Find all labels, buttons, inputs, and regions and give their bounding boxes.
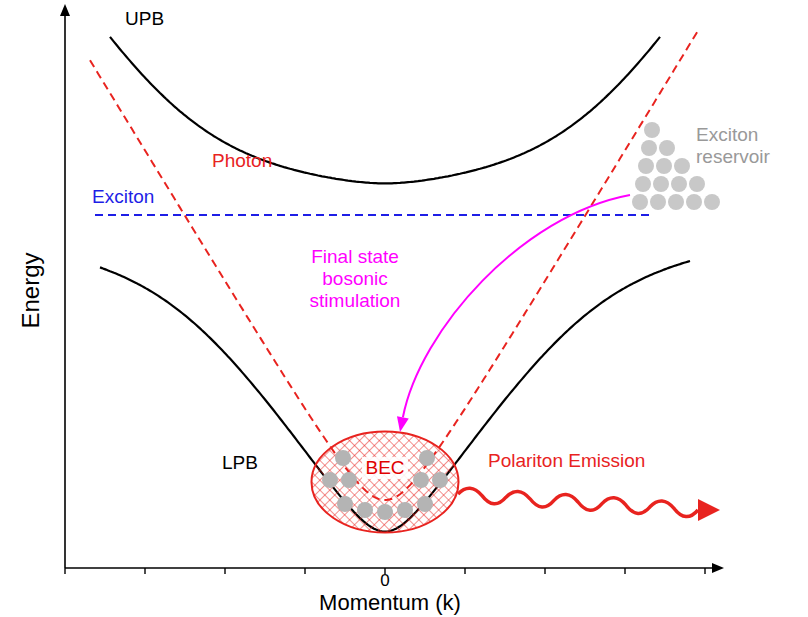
emission-wave	[458, 488, 698, 516]
branch-label: LPB	[222, 452, 258, 474]
axis-tick	[544, 568, 545, 574]
exciton-particle	[668, 194, 684, 210]
axis-tick	[704, 568, 705, 574]
axis-tick	[224, 568, 225, 574]
axis-tick	[144, 568, 145, 574]
polariton-particle	[357, 502, 373, 518]
polariton-particle	[341, 472, 357, 488]
polariton-particle	[337, 496, 353, 512]
condensate-outline	[310, 430, 460, 534]
polariton-particle	[432, 472, 448, 488]
axis-arrowhead	[712, 563, 724, 573]
photon-dispersion	[90, 31, 698, 500]
exciton-particle	[704, 194, 720, 210]
exciton-particle	[641, 140, 657, 156]
exciton-particle	[671, 176, 687, 192]
stimulation-arrow	[403, 195, 630, 417]
axis-tick	[624, 568, 625, 574]
condensate-label: BEC	[362, 457, 407, 479]
polariton-particle	[419, 450, 435, 466]
exciton-reservoir: Exciton reservoir	[630, 118, 802, 218]
exciton-particle	[653, 176, 669, 192]
polariton-particle	[397, 502, 413, 518]
arrowhead	[397, 416, 409, 432]
momentum-axis	[65, 567, 712, 569]
branch-label: UPB	[125, 8, 164, 30]
polariton-particle	[322, 472, 338, 488]
polariton-particle	[335, 450, 351, 466]
condensate-ellipse: BEC	[310, 430, 460, 534]
exciton-particle	[632, 194, 648, 210]
axis-tick	[304, 568, 305, 574]
polariton-particle	[417, 496, 433, 512]
exciton-particle	[635, 176, 651, 192]
tick-label: 0	[380, 571, 389, 591]
polariton-particle	[377, 504, 393, 520]
exciton-particle	[686, 194, 702, 210]
upper-polariton-branch	[110, 37, 660, 184]
exciton-line	[95, 214, 650, 216]
axis-title: Momentum (k)	[319, 590, 461, 615]
edge-label: Final state bosonic stimulation	[299, 246, 411, 312]
condensate-hatch	[312, 432, 459, 533]
exciton-particle	[674, 158, 690, 174]
photon-label: Photon	[212, 150, 272, 172]
emission-arrowhead	[698, 499, 720, 521]
energy-axis	[64, 14, 66, 568]
axis-arrowhead	[60, 4, 70, 16]
exciton-particle	[638, 158, 654, 174]
exciton-particle	[656, 158, 672, 174]
axis-title: Energy	[17, 252, 44, 328]
exciton-label: Exciton	[92, 186, 154, 208]
exciton-particle	[689, 176, 705, 192]
reservoir-label: Exciton reservoir	[696, 124, 800, 168]
axis-tick	[64, 568, 65, 574]
exciton-particle	[644, 122, 660, 138]
exciton-particle	[650, 194, 666, 210]
exciton-particle	[659, 140, 675, 156]
emission-label: Polariton Emission	[488, 450, 645, 472]
axis-tick	[464, 568, 465, 574]
polariton-particle	[413, 472, 429, 488]
